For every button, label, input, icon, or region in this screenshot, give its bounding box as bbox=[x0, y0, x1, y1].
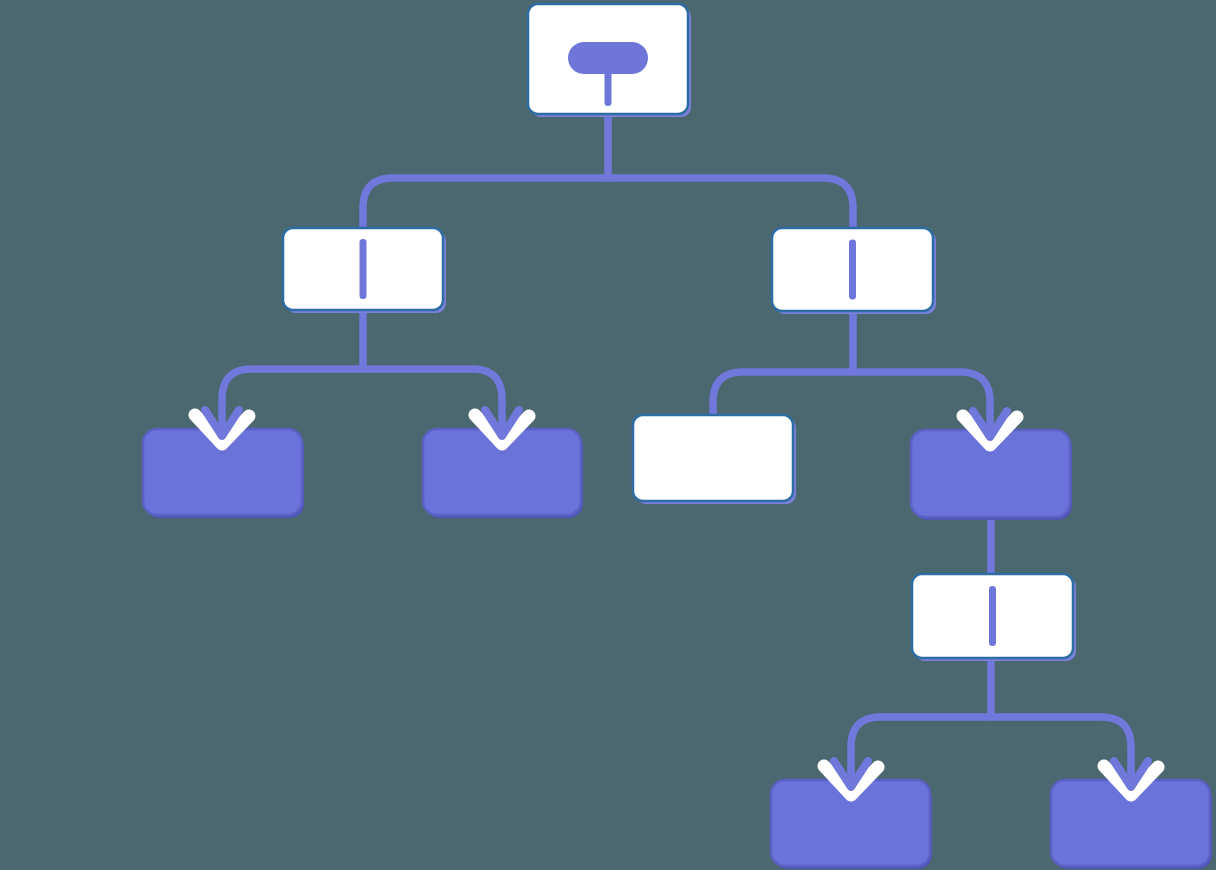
flow-node-purple-mid[interactable] bbox=[909, 428, 1072, 520]
flow-node-leaf-1[interactable] bbox=[141, 427, 304, 518]
flow-node-leaf-2[interactable] bbox=[421, 427, 583, 518]
flow-node-branch-right[interactable] bbox=[770, 226, 936, 314]
chevron-arrow bbox=[201, 406, 243, 440]
arrowhead-chevron-icon bbox=[468, 406, 536, 451]
connector-rail-lower-fork bbox=[847, 713, 1135, 788]
node-layer bbox=[141, 2, 1212, 869]
arrowhead-chevron-icon bbox=[956, 407, 1024, 452]
arrowhead-chevron-icon bbox=[817, 757, 885, 802]
connector-rail-level-1 bbox=[359, 174, 857, 238]
chevron-arrow bbox=[481, 406, 523, 440]
vertical-bar-icon bbox=[359, 239, 367, 299]
vertical-bar-icon bbox=[849, 239, 856, 300]
connector-rail-right-fork bbox=[709, 368, 994, 438]
connector-rail-left-fork bbox=[218, 365, 506, 437]
arrowhead-chevron-icon bbox=[188, 406, 256, 451]
arrowhead-chevron-icon bbox=[1097, 757, 1165, 802]
chevron-casing bbox=[817, 759, 885, 802]
flow-node-plain-node[interactable] bbox=[631, 413, 796, 504]
chevron-casing bbox=[1097, 759, 1165, 802]
flow-node-leaf-4[interactable] bbox=[1049, 778, 1212, 869]
flow-node-root[interactable] bbox=[526, 2, 691, 117]
chevron-arrow bbox=[969, 407, 1011, 441]
chevron-arrow bbox=[1110, 757, 1152, 791]
chevron-arrow bbox=[830, 757, 872, 791]
root-pill-icon bbox=[568, 42, 648, 106]
chevron-casing bbox=[468, 408, 536, 451]
flow-node-branch-lower[interactable] bbox=[910, 572, 1076, 661]
node-body bbox=[631, 413, 795, 503]
flow-node-branch-left[interactable] bbox=[281, 226, 446, 313]
chevron-casing bbox=[956, 409, 1024, 452]
vertical-bar-icon bbox=[989, 586, 996, 646]
chevron-casing bbox=[188, 408, 256, 451]
flow-node-leaf-3[interactable] bbox=[769, 778, 932, 869]
arrowhead-layer bbox=[188, 406, 1165, 802]
